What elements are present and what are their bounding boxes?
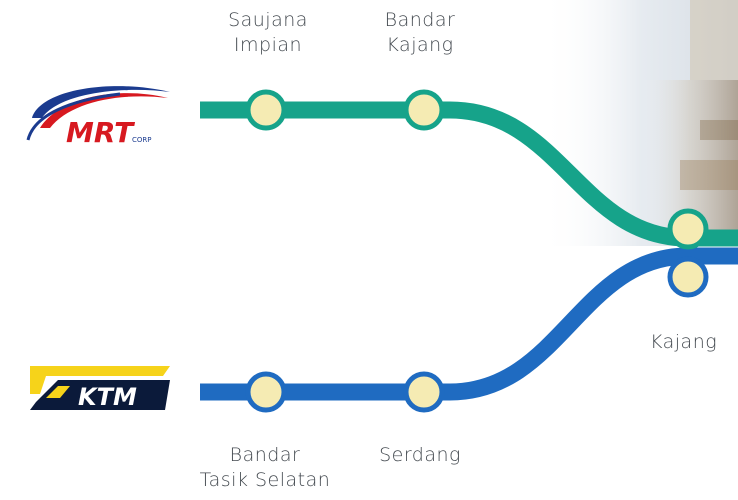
svg-text:CORP: CORP: [132, 136, 151, 144]
station-bandar-kajang[interactable]: [403, 89, 445, 131]
ktm-line: [200, 247, 738, 401]
svg-text:MRT: MRT: [66, 116, 135, 149]
station-kajang-ktm[interactable]: [667, 256, 709, 298]
station-label-kajang: Kajang: [650, 331, 718, 353]
mrt-line: [200, 101, 738, 247]
svg-text:KTM: KTM: [78, 383, 137, 411]
mrt-logo: MRT CORP: [26, 86, 170, 149]
background-photo: [300, 0, 738, 246]
station-bandar-tasik-selatan[interactable]: [245, 371, 287, 413]
station-label-bandar-kajang: Bandar Kajang: [384, 9, 456, 56]
station-kajang-mrt[interactable]: [667, 208, 709, 250]
station-saujana-impian[interactable]: [245, 89, 287, 131]
station-serdang[interactable]: [403, 371, 445, 413]
station-label-saujana-impian: Saujana Impian: [228, 9, 308, 56]
station-label-bandar-tasik-selatan: Bandar Tasik Selatan: [199, 444, 331, 491]
station-label-serdang: Serdang: [379, 444, 461, 466]
ktm-logo: KTM: [30, 366, 170, 411]
